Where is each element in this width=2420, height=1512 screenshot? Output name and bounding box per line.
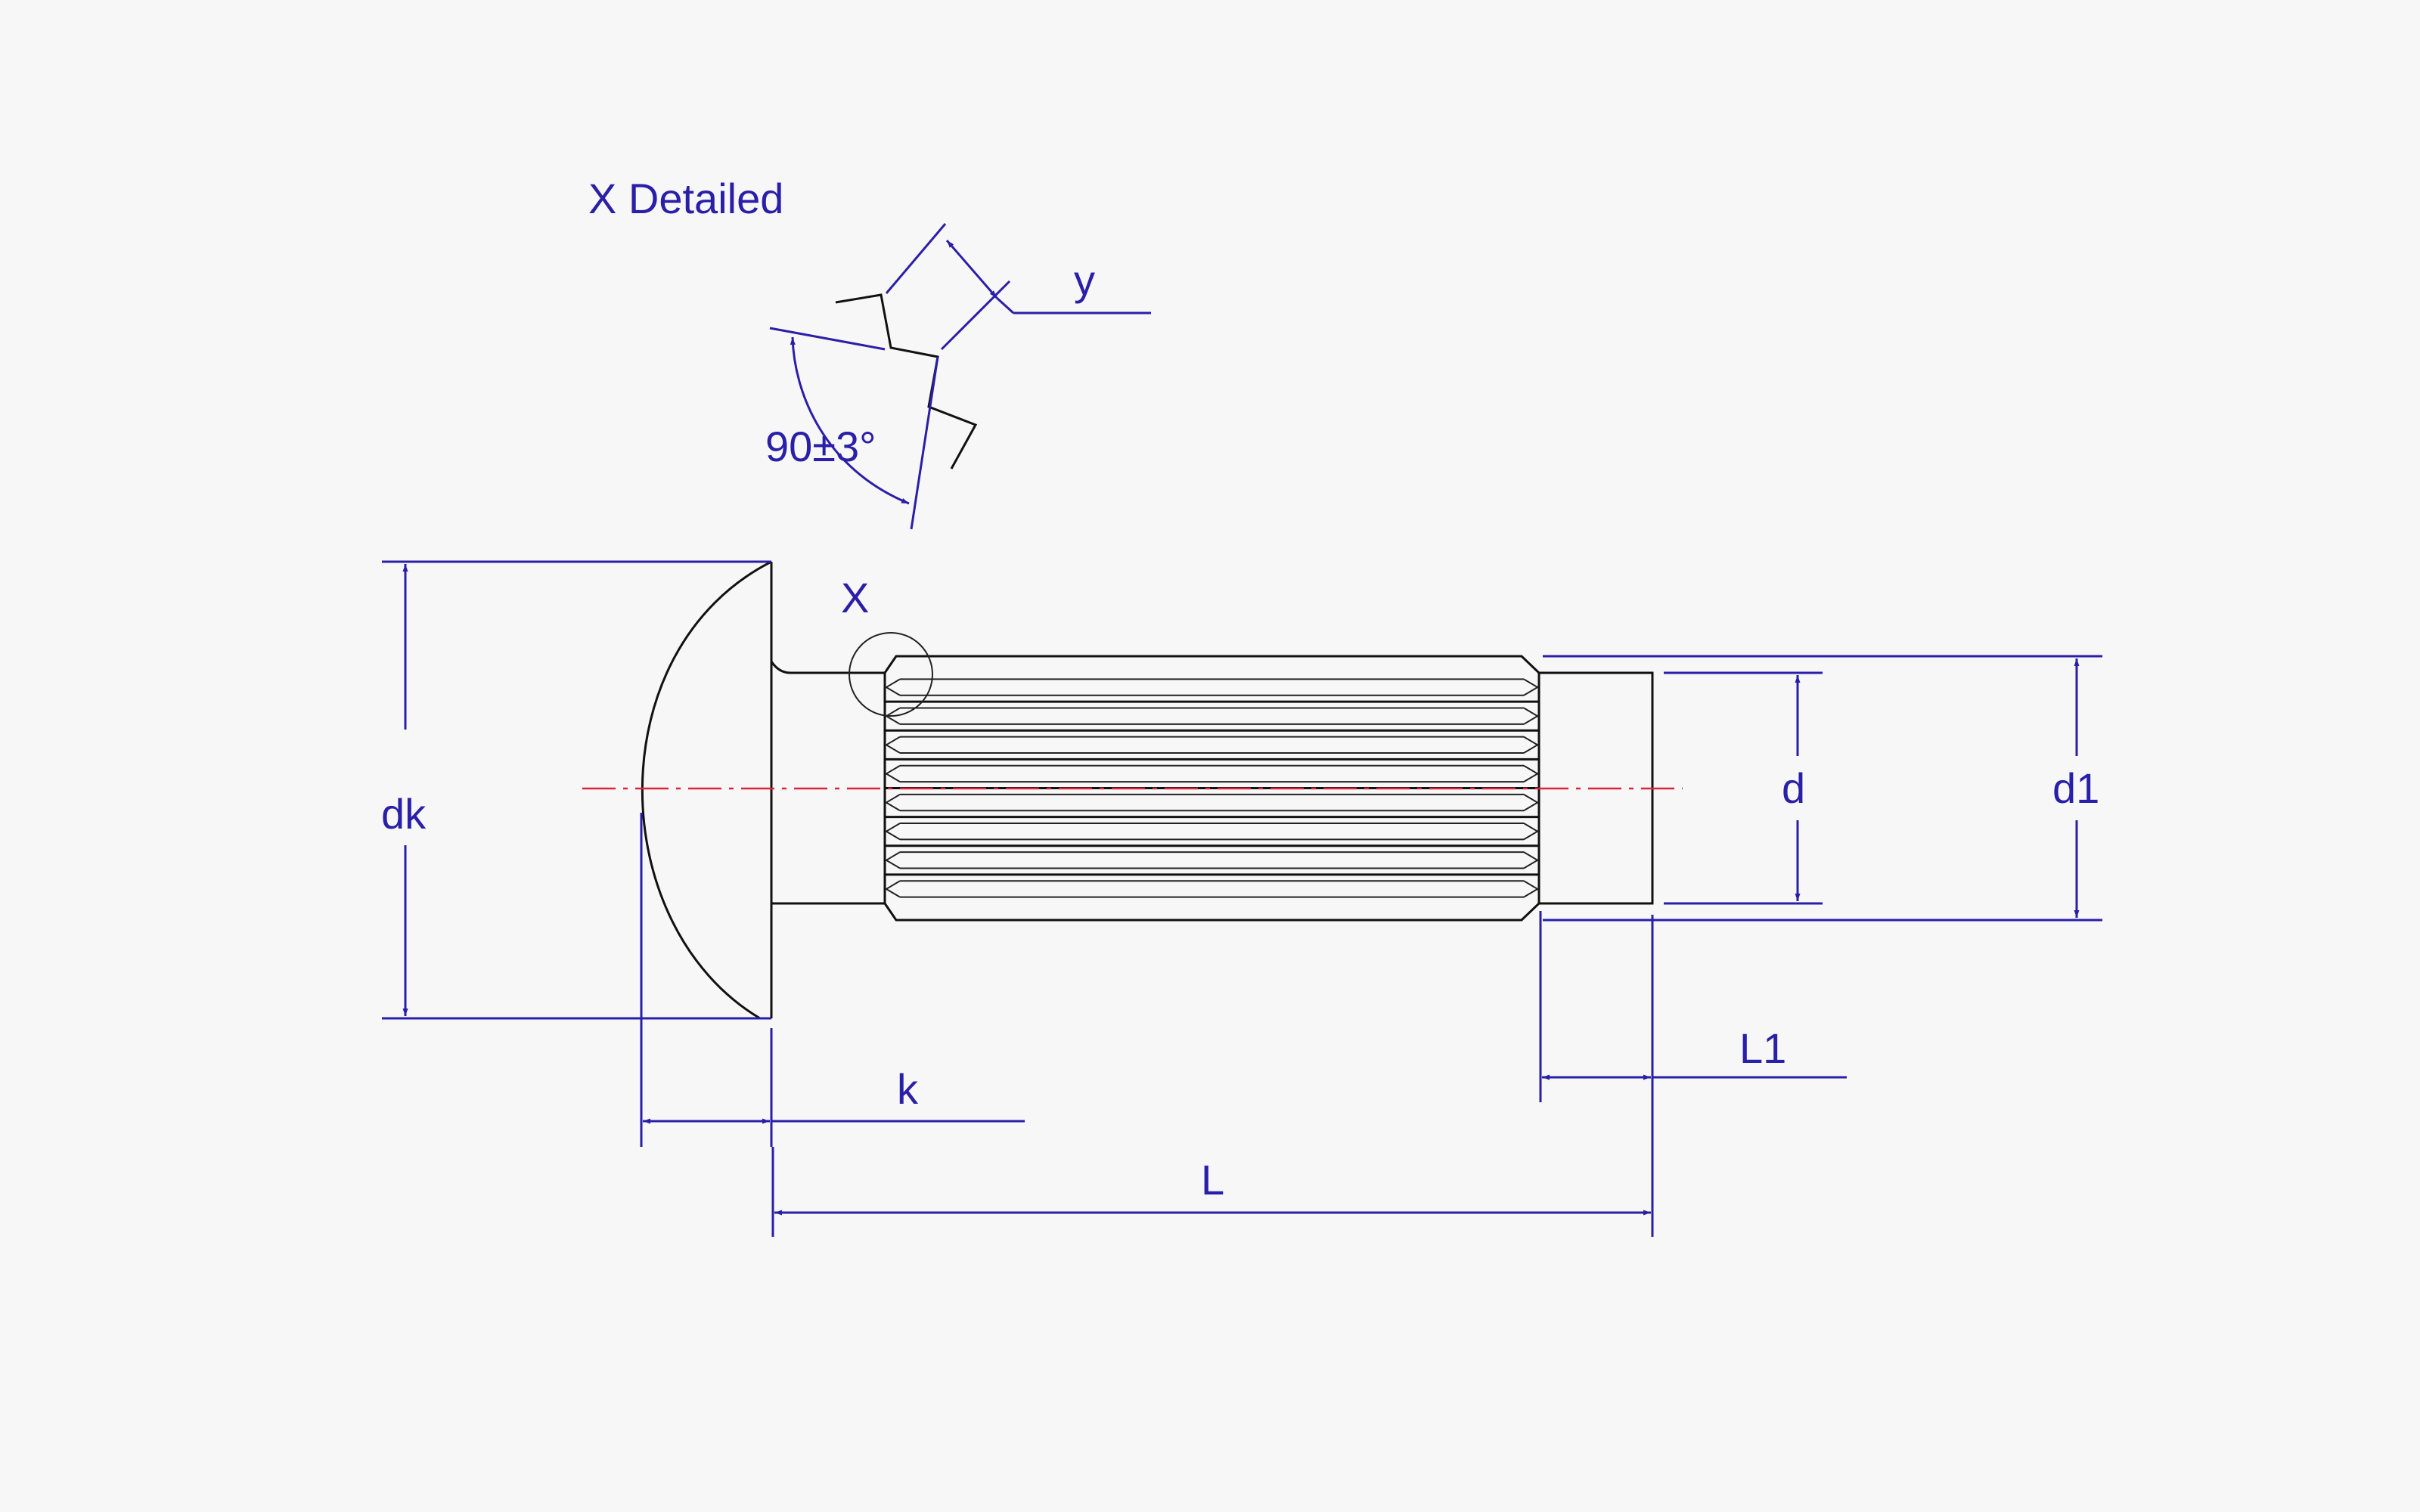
detail-angle-label: 90±3° [765, 423, 876, 470]
d-label: d [1782, 764, 1805, 812]
knurl-chevron-right [1523, 880, 1539, 898]
knurl-chevron-left [885, 851, 901, 869]
knurl-chevron-left [885, 764, 901, 782]
knurl-chevron-right [1523, 794, 1539, 812]
y-leader [995, 296, 1015, 314]
knurl-chevron-right [1523, 736, 1539, 754]
y-dimension-line [945, 240, 998, 299]
detail-angle-arc [790, 336, 910, 505]
knurl-chevron-left [885, 823, 901, 841]
L1-label: L1 [1739, 1024, 1786, 1072]
knurl-chevron-right [1523, 851, 1539, 869]
knurl-chevron-right [1523, 678, 1539, 696]
detail-circle-x [849, 632, 933, 717]
knurl-chevron-left [885, 794, 901, 812]
detail-angle-ref-line-2 [910, 356, 939, 530]
knurl-chevron-right [1523, 823, 1539, 841]
rivet-main-view: X [582, 560, 1683, 1020]
rivet-neck-top [770, 661, 885, 674]
y-label: y [1074, 256, 1095, 304]
d1-label: d1 [2052, 764, 2099, 812]
detail-marker-x: X [841, 574, 869, 621]
detail-view-x: X Detailed 90±3° y [588, 175, 1151, 530]
k-label: k [897, 1065, 919, 1113]
y-extension-2 [940, 280, 1011, 351]
y-extension-1 [885, 223, 947, 294]
knurl-chevron-left [885, 736, 901, 754]
knurl-chevron-right [1523, 764, 1539, 782]
detail-angle-ref-line-1 [769, 327, 886, 351]
knurl-chevron-left [885, 678, 901, 696]
detail-title: X Detailed [588, 175, 783, 222]
dimensions: dk k L L1 d d1 [381, 560, 2102, 1237]
L-label: L [1201, 1156, 1224, 1204]
rivet-head-dome [641, 560, 772, 1020]
dk-label: dk [381, 790, 427, 838]
knurl-chevron-left [885, 880, 901, 898]
knurl-chevron-right [1523, 707, 1539, 725]
